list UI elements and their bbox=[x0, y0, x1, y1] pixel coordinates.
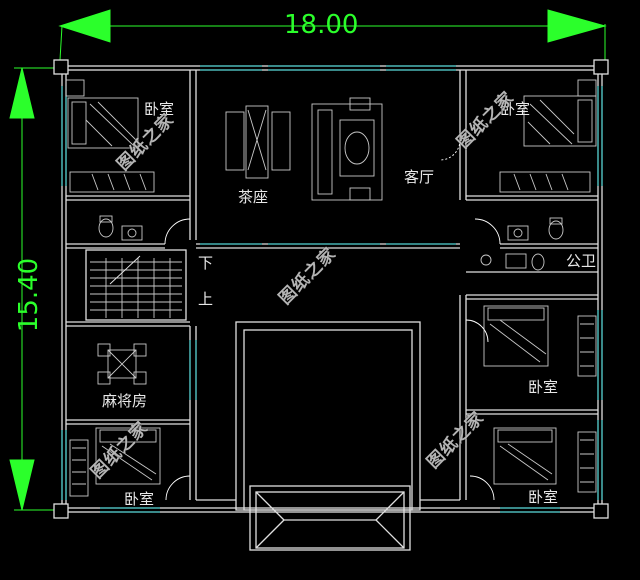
room-label-bedroom-bottom-right: 卧室 bbox=[528, 488, 559, 506]
stair-label-down: 下 bbox=[198, 254, 214, 272]
room-label-bedroom-bottom-left: 卧室 bbox=[124, 490, 155, 508]
room-label-tea-area: 茶座 bbox=[238, 188, 269, 206]
room-label-mahjong: 麻将房 bbox=[102, 392, 148, 410]
dimension-lines bbox=[9, 9, 607, 511]
room-label-bedroom-middle-right: 卧室 bbox=[528, 378, 559, 396]
room-label-public-bathroom: 公卫 bbox=[566, 252, 597, 270]
room-label-living-room: 客厅 bbox=[404, 168, 435, 186]
furniture bbox=[65, 79, 597, 501]
width-dimension: 18.00 bbox=[284, 10, 359, 40]
stair-label-up: 上 bbox=[198, 290, 214, 308]
windows bbox=[61, 65, 603, 513]
room-label-bedroom-top-right: 卧室 bbox=[500, 100, 531, 118]
height-dimension: 15.40 bbox=[14, 257, 45, 333]
room-label-bedroom-top-left: 卧室 bbox=[144, 100, 175, 118]
